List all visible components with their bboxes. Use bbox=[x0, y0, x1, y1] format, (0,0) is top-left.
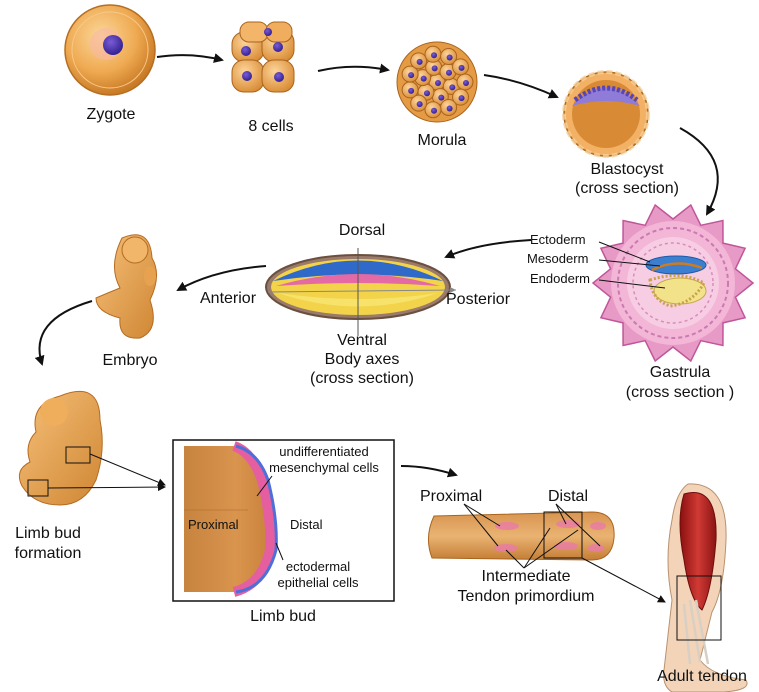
tendon-proximal-label: Proximal bbox=[420, 488, 482, 506]
undifferentiated-label-2: mesenchymal cells bbox=[269, 461, 379, 476]
adult-tendon-illustration bbox=[664, 484, 747, 692]
intermediate-label: Intermediate bbox=[482, 568, 571, 586]
blastocyst-sub-label: (cross section) bbox=[575, 180, 679, 198]
tendon-primordium-caption: Tendon primordium bbox=[458, 588, 595, 606]
ectodermal-label-2: epithelial cells bbox=[278, 576, 359, 591]
blastocyst-label: Blastocyst bbox=[591, 161, 664, 179]
limb-bud-distal-label: Distal bbox=[290, 518, 323, 533]
limb-bud-formation-label-2: formation bbox=[15, 545, 82, 563]
adult-tendon-label: Adult tendon bbox=[657, 668, 747, 686]
gastrula-sub-label: (cross section ) bbox=[626, 384, 734, 402]
endoderm-label: Endoderm bbox=[530, 272, 590, 287]
dorsal-label: Dorsal bbox=[339, 222, 385, 240]
limb-bud-formation-label-1: Limb bud bbox=[15, 525, 81, 543]
eight-cells-label: 8 cells bbox=[248, 118, 293, 136]
tendon-distal-label: Distal bbox=[548, 488, 588, 506]
body-axes-caption: Body axes bbox=[325, 351, 400, 369]
posterior-label: Posterior bbox=[446, 291, 510, 309]
eight-cells-illustration bbox=[232, 22, 294, 92]
morula-label: Morula bbox=[418, 132, 467, 150]
undifferentiated-label-1: undifferentiated bbox=[279, 445, 368, 460]
gastrula-illustration bbox=[593, 205, 753, 361]
blastocyst-illustration bbox=[564, 72, 648, 156]
zygote-label: Zygote bbox=[87, 106, 136, 124]
anterior-label: Anterior bbox=[200, 290, 256, 308]
morula-illustration bbox=[397, 42, 477, 122]
body-axes-illustration bbox=[266, 248, 456, 336]
embryo-label: Embryo bbox=[102, 352, 157, 370]
gastrula-label: Gastrula bbox=[650, 364, 710, 382]
ectoderm-label: Ectoderm bbox=[530, 233, 586, 248]
tendon-primordium-illustration bbox=[428, 512, 614, 560]
zygote-illustration bbox=[65, 5, 155, 95]
ventral-label: Ventral bbox=[337, 332, 387, 350]
ectodermal-label-1: ectodermal bbox=[286, 560, 350, 575]
limb-bud-label: Limb bud bbox=[250, 608, 316, 626]
limb-bud-proximal-label: Proximal bbox=[188, 518, 239, 533]
mesoderm-label: Mesoderm bbox=[527, 252, 588, 267]
embryo-illustration bbox=[96, 235, 157, 338]
body-axes-sub-caption: (cross section) bbox=[310, 370, 414, 388]
